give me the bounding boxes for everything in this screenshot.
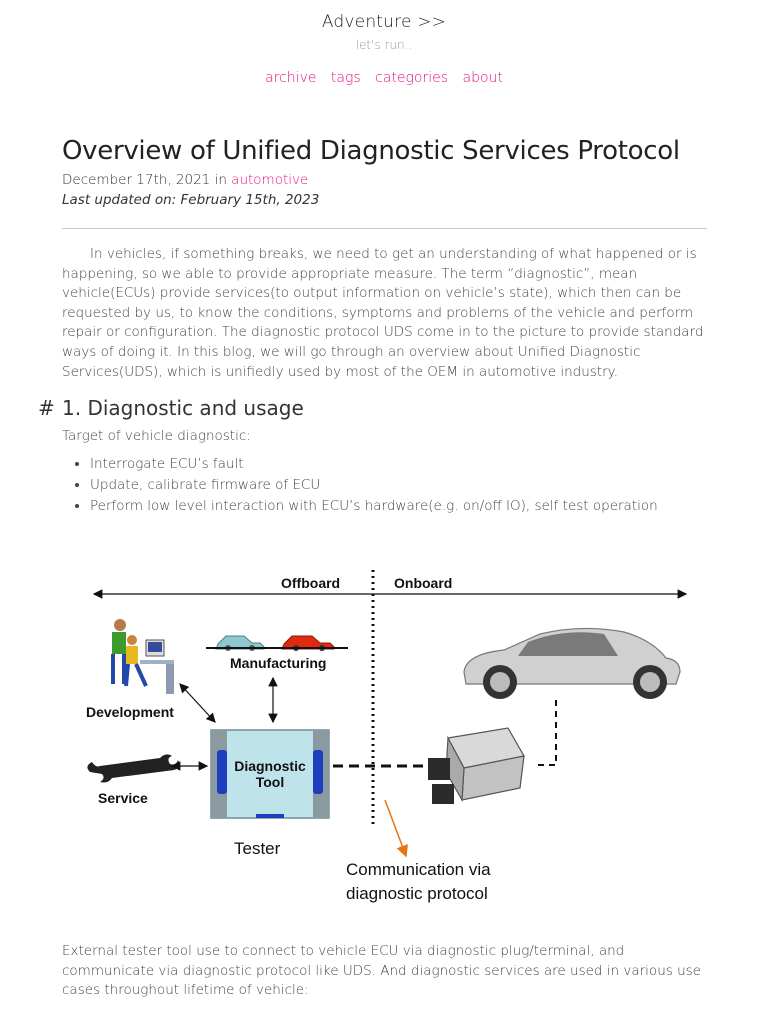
car-icon bbox=[463, 627, 681, 699]
offboard-label: Offboard bbox=[281, 575, 340, 591]
tool-label-line1: Diagnostic bbox=[234, 758, 306, 774]
nav-tags[interactable]: tags bbox=[330, 70, 361, 86]
manufacturing-cars-icon bbox=[206, 635, 348, 651]
intro-paragraph: In vehicles, if something breaks, we nee… bbox=[62, 246, 704, 380]
post-updated: Last updated on: February 15th, 2023 bbox=[62, 192, 320, 208]
diagnostic-tool-icon bbox=[210, 729, 330, 819]
tool-label-line2: Tool bbox=[256, 774, 285, 790]
nav-categories[interactable]: categories bbox=[375, 70, 449, 86]
site-tagline: let's run.. bbox=[355, 38, 413, 52]
post-title: Overview of Unified Diagnostic Services … bbox=[62, 136, 680, 166]
onboard-label: Onboard bbox=[394, 575, 452, 591]
ecu-car-link-line bbox=[538, 699, 557, 766]
development-label: Development bbox=[86, 704, 174, 720]
post-category-link[interactable]: automotive bbox=[231, 172, 309, 188]
wrench-icon bbox=[87, 754, 180, 783]
developer-at-desk-icon bbox=[111, 619, 174, 694]
post-meta: December 17th, 2021 in automotive bbox=[62, 172, 707, 188]
site-header: Adventure >> let's run.. archive tags ca… bbox=[0, 0, 768, 86]
target-list: Interrogate ECU’s fault Update, calibrat… bbox=[62, 456, 707, 514]
section-title: 1. Diagnostic and usage bbox=[62, 396, 304, 421]
after-figure-paragraph: External tester tool use to connect to v… bbox=[62, 943, 701, 999]
nav-archive[interactable]: archive bbox=[265, 70, 317, 86]
site-title[interactable]: Adventure >> bbox=[321, 12, 447, 32]
target-label: Target of vehicle diagnostic: bbox=[62, 428, 251, 445]
list-item: Perform low level interaction with ECU’s… bbox=[90, 498, 707, 514]
main-nav: archive tags categories about bbox=[0, 70, 768, 86]
tester-label: Tester bbox=[234, 839, 281, 858]
comm-label-line2: diagnostic protocol bbox=[346, 884, 488, 903]
list-item: Update, calibrate firmware of ECU bbox=[90, 477, 707, 493]
post-date-in: in bbox=[214, 172, 227, 188]
section-heading: # 1. Diagnostic and usage bbox=[38, 396, 707, 421]
post: Overview of Unified Diagnostic Services … bbox=[38, 136, 707, 519]
nav-about[interactable]: about bbox=[462, 70, 503, 86]
service-label: Service bbox=[98, 790, 148, 806]
manufacturing-label: Manufacturing bbox=[230, 655, 326, 671]
comm-label-line1: Communication via bbox=[346, 860, 491, 879]
diagram-svg: Offboard Onboard Manufacturing Developme bbox=[86, 570, 688, 903]
post-date: December 17th, 2021 bbox=[62, 172, 211, 188]
heading-anchor[interactable]: # bbox=[38, 396, 55, 421]
list-item: Interrogate ECU’s fault bbox=[90, 456, 707, 472]
divider bbox=[62, 228, 707, 229]
diagnostic-diagram: Offboard Onboard Manufacturing Developme bbox=[76, 560, 696, 910]
ecu-icon bbox=[428, 727, 525, 804]
